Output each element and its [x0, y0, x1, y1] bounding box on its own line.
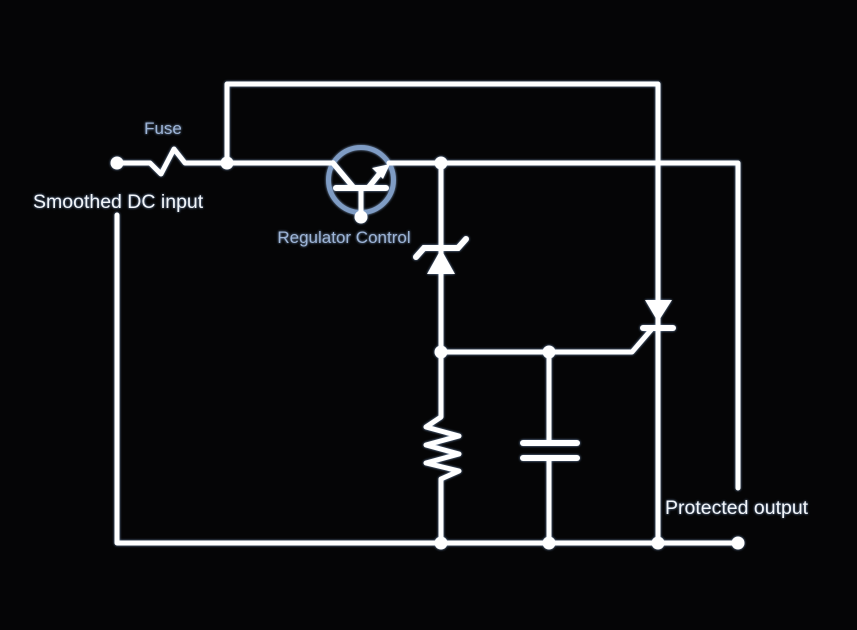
gate-wire — [438, 327, 654, 355]
gate-node-dot-left — [434, 345, 448, 359]
rail-junction-dot-thyristor — [651, 536, 665, 550]
input-label: Smoothed DC input — [33, 191, 204, 213]
return-rail-wire — [114, 212, 741, 546]
output-wire — [386, 160, 741, 491]
zener-cathode-bar — [413, 236, 469, 260]
fuse-junction-dot — [220, 156, 234, 170]
transistor-icon — [330, 160, 390, 224]
fuse-icon — [114, 146, 336, 177]
thyristor-icon — [640, 300, 676, 331]
zener-diode-icon — [413, 236, 469, 274]
capacitor-icon — [520, 349, 580, 546]
input-wire — [114, 146, 336, 177]
rail-junction-dot-capacitor — [542, 536, 556, 550]
output-label: Protected output — [665, 497, 809, 519]
regulator-control-label: Regulator Control — [277, 228, 410, 247]
output-terminal-dot — [731, 536, 745, 550]
gate-node-dot-right — [542, 345, 556, 359]
resistor-icon — [423, 349, 462, 546]
input-terminal-dot — [110, 156, 124, 170]
zener-triangle — [427, 249, 455, 274]
base-terminal-dot — [354, 210, 368, 224]
rail-junction-dot-resistor — [434, 536, 448, 550]
transistor-collector-lead — [330, 160, 357, 191]
resistor-wire — [423, 349, 462, 546]
fuse-label: Fuse — [144, 119, 182, 138]
thyristor-triangle — [645, 300, 672, 322]
sense-junction-dot — [434, 156, 448, 170]
transistor-emitter-arrow-icon — [372, 164, 390, 179]
